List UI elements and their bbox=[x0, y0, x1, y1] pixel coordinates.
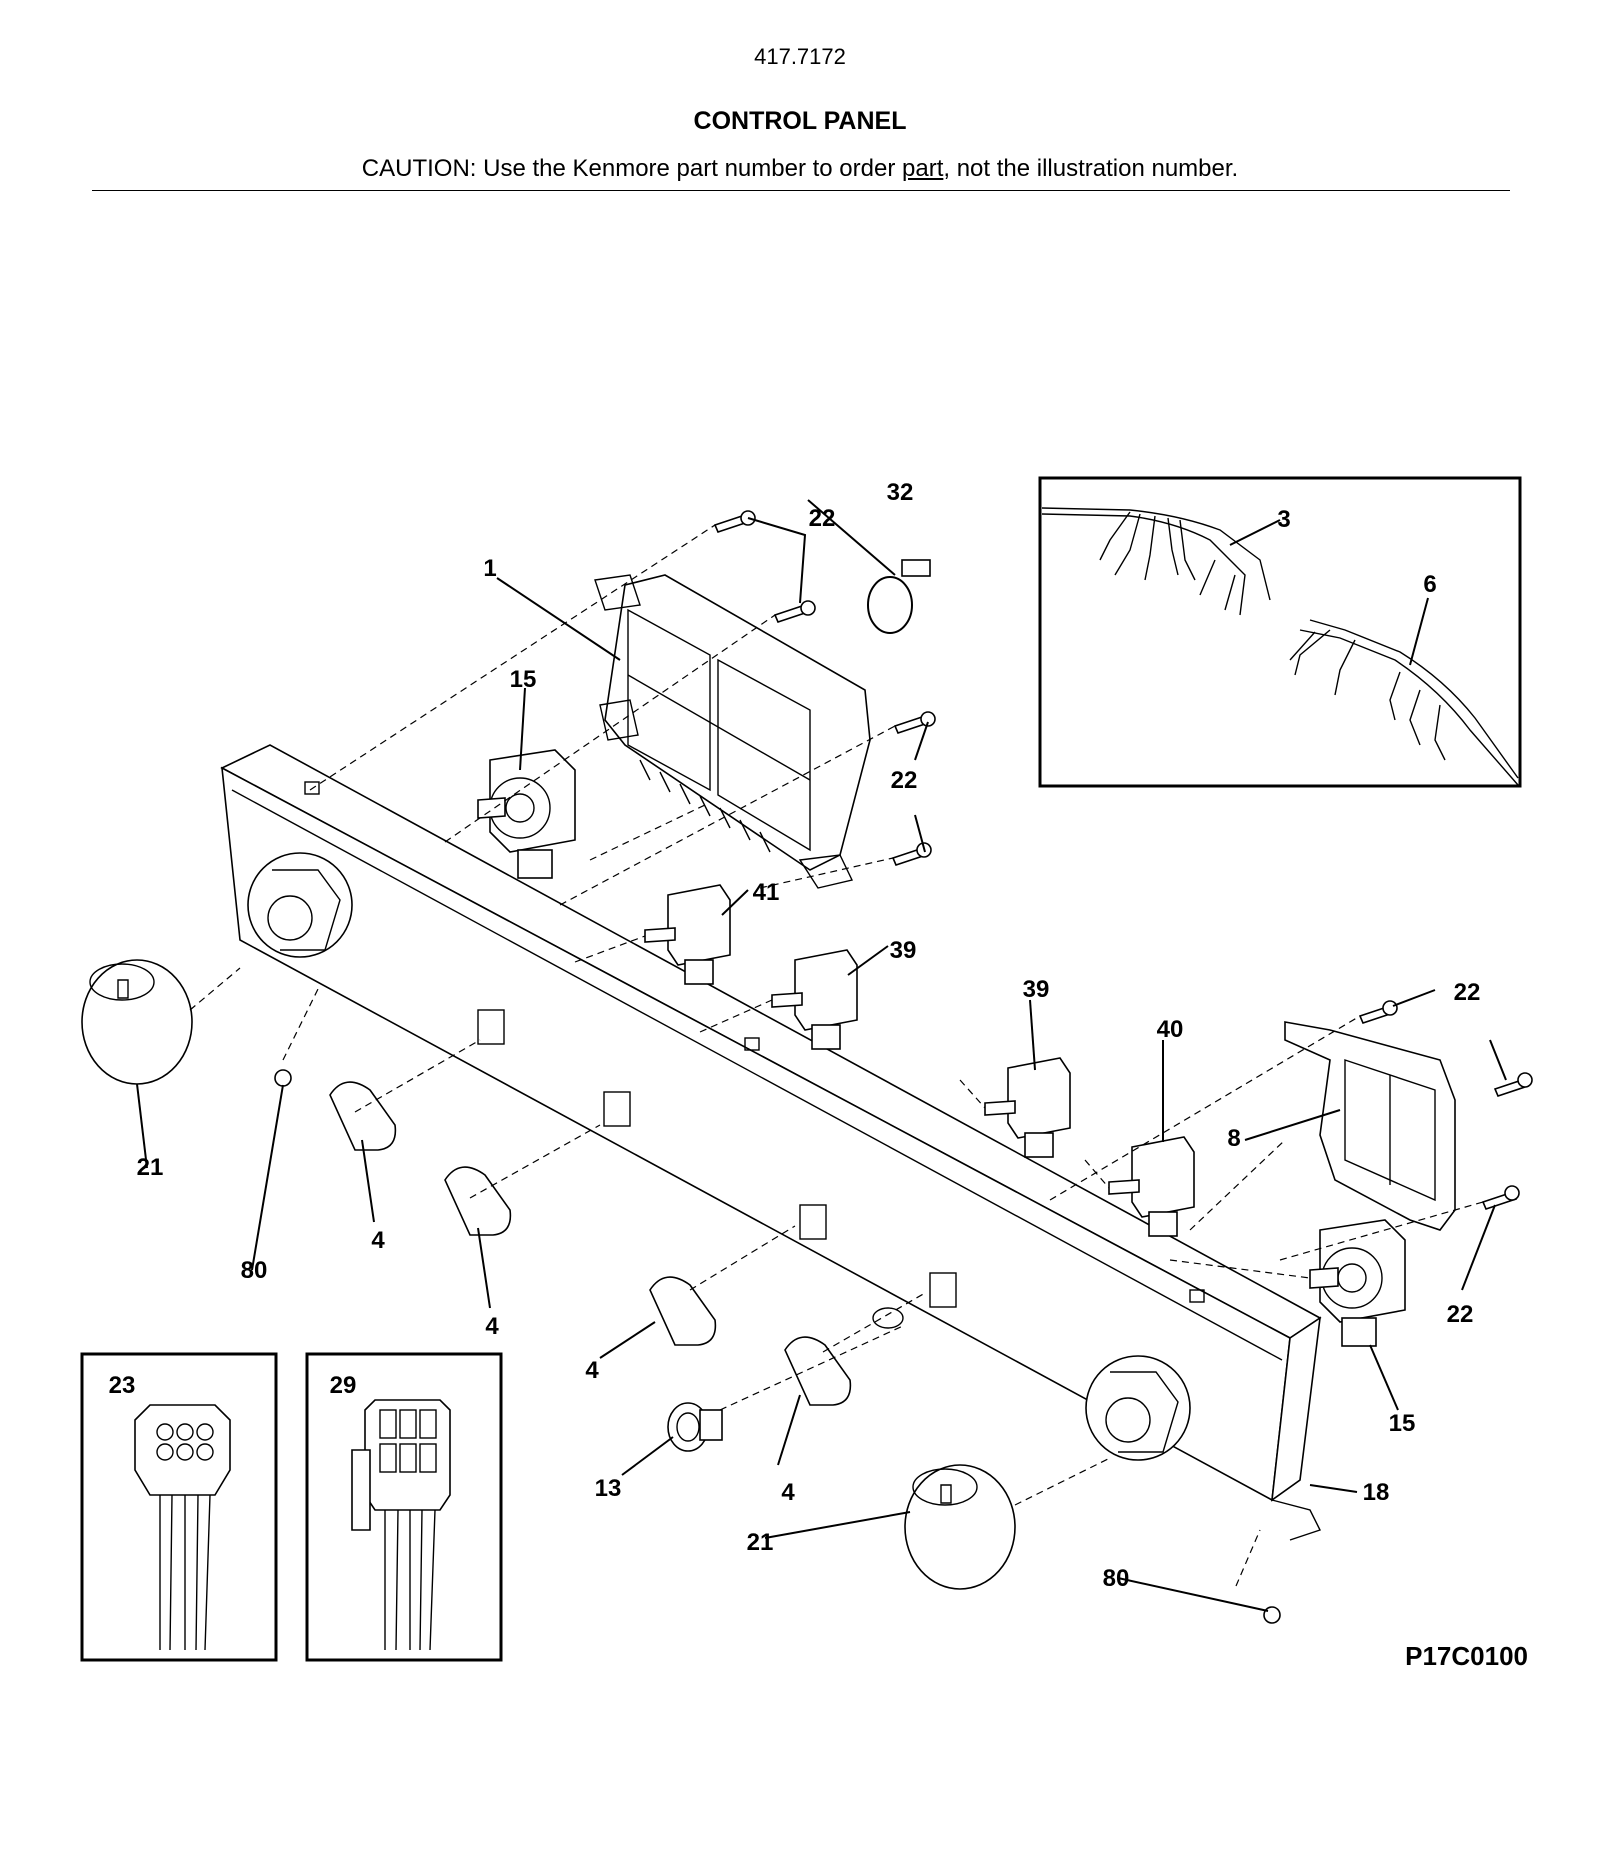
callout-6: 6 bbox=[1423, 571, 1436, 598]
callout-32: 32 bbox=[887, 479, 914, 506]
caution-part-link: part bbox=[902, 155, 944, 182]
callout-22-right-bottom: 22 bbox=[1447, 1301, 1474, 1328]
callout-4-d: 4 bbox=[781, 1479, 795, 1506]
callout-80-right: 80 bbox=[1103, 1565, 1130, 1592]
callout-4-b: 4 bbox=[485, 1313, 499, 1340]
callout-4-a: 4 bbox=[371, 1227, 385, 1254]
callout-22-top: 22 bbox=[809, 505, 836, 532]
selector-left bbox=[477, 749, 576, 879]
callout-15-right: 15 bbox=[1389, 1410, 1416, 1437]
section-title: CONTROL PANEL bbox=[693, 107, 907, 135]
selector-right bbox=[1309, 1219, 1406, 1347]
bracket bbox=[1284, 1021, 1456, 1231]
wire-tie bbox=[867, 559, 931, 634]
callout-29: 29 bbox=[330, 1372, 357, 1399]
caution-suffix: , not the illustration number. bbox=[943, 155, 1239, 182]
callout-15-left: 15 bbox=[510, 666, 537, 693]
control-board bbox=[594, 574, 871, 889]
switch-40 bbox=[1108, 1136, 1195, 1237]
callout-1: 1 bbox=[483, 555, 496, 582]
callout-39-a: 39 bbox=[890, 937, 917, 964]
caution-note: CAUTION: Use the Kenmore part number to … bbox=[0, 155, 1600, 183]
leader-lines bbox=[136, 499, 1507, 1612]
console-panel bbox=[220, 744, 1322, 1541]
callout-3: 3 bbox=[1277, 506, 1290, 533]
callout-4-c: 4 bbox=[585, 1357, 599, 1384]
buttons bbox=[329, 1081, 852, 1406]
connector-inset-23 bbox=[80, 1352, 278, 1662]
switch-41 bbox=[644, 884, 731, 985]
callout-8: 8 bbox=[1227, 1125, 1240, 1152]
callout-18: 18 bbox=[1363, 1479, 1390, 1506]
callout-39-b: 39 bbox=[1023, 976, 1050, 1003]
callout-40: 40 bbox=[1157, 1016, 1184, 1043]
callout-23: 23 bbox=[109, 1372, 136, 1399]
callout-22-right-top: 22 bbox=[1454, 979, 1481, 1006]
switch-39b bbox=[984, 1057, 1071, 1158]
knob-left bbox=[81, 959, 193, 1085]
indicator-lamp bbox=[667, 1402, 723, 1452]
callout-41: 41 bbox=[753, 879, 780, 906]
callout-21-right: 21 bbox=[747, 1529, 774, 1556]
callout-22-mid: 22 bbox=[891, 767, 918, 794]
model-number: 417.7172 bbox=[754, 44, 846, 69]
diagram-code: P17C0100 bbox=[1405, 1641, 1528, 1671]
caution-prefix: CAUTION: Use the Kenmore part number to … bbox=[361, 155, 902, 182]
callout-80-left: 80 bbox=[241, 1257, 268, 1284]
switch-39a bbox=[771, 949, 858, 1050]
connector-inset-29 bbox=[305, 1352, 503, 1662]
callout-13: 13 bbox=[595, 1475, 622, 1502]
wire-harness-inset bbox=[1038, 476, 1522, 788]
header-rule bbox=[92, 190, 1510, 191]
knob-right bbox=[904, 1464, 1016, 1590]
callout-21-left: 21 bbox=[137, 1154, 164, 1181]
assembly-lines bbox=[189, 524, 1484, 1587]
